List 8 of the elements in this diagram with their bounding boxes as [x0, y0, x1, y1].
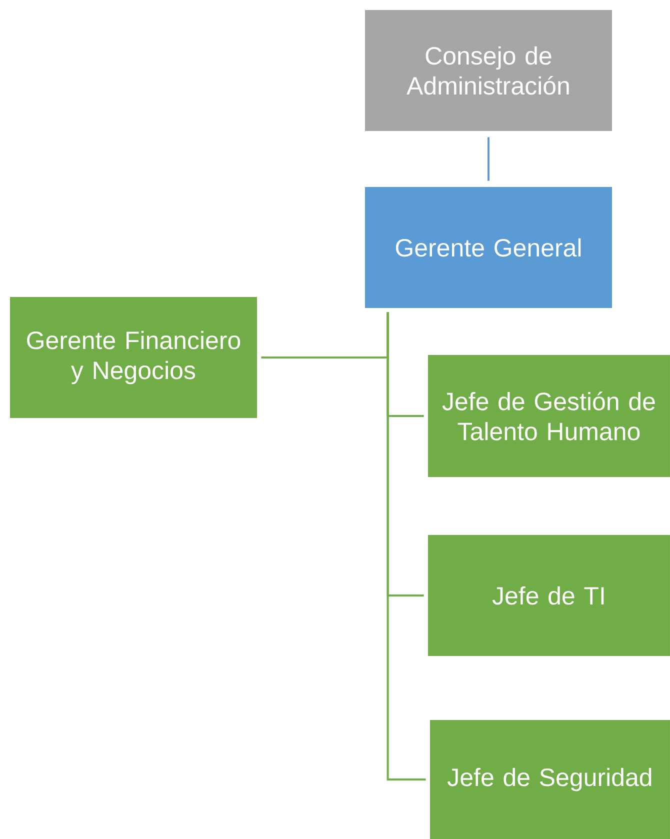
connector-line [488, 137, 490, 181]
org-box: Gerente Financiero y Negocios [10, 297, 257, 418]
org-box: Jefe de Gestión de Talento Humano [428, 355, 670, 477]
org-box: Jefe de TI [428, 535, 670, 656]
org-box: Jefe de Seguridad [430, 720, 670, 839]
connector-line [386, 312, 426, 780]
org-box: Consejo de Administración [365, 10, 612, 131]
org-box: Gerente General [365, 187, 612, 308]
